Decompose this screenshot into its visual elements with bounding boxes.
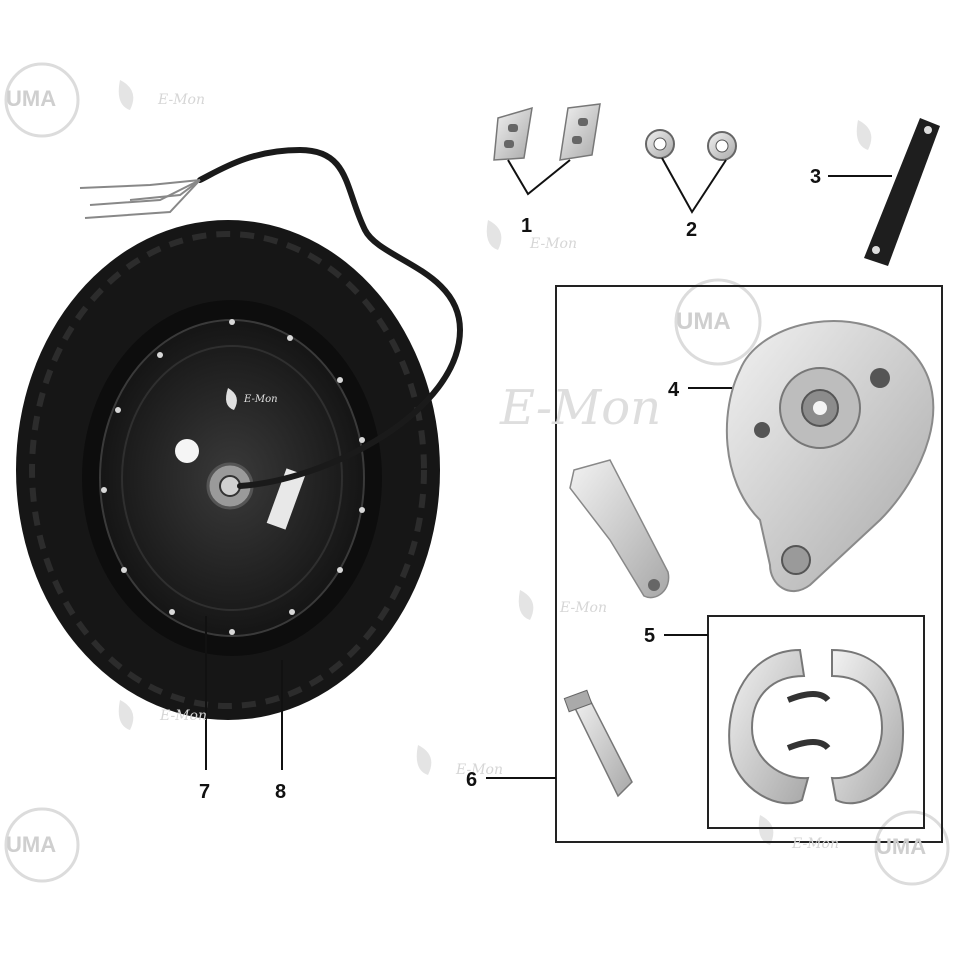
leader-lines <box>205 157 892 779</box>
brake-arm <box>569 459 670 599</box>
callout-7: 7 <box>199 781 211 803</box>
callout-1: 1 <box>521 215 533 237</box>
emon-flame-watermark <box>118 80 872 845</box>
uma-watermark-text: UMA <box>876 834 927 859</box>
assembly-box-part-6 <box>555 285 943 843</box>
emon-watermark-text: E-Mon <box>160 708 207 724</box>
callout-6: 6 <box>466 769 478 791</box>
callout-4: 4 <box>668 379 680 401</box>
strap-part-3 <box>864 118 940 266</box>
callout-8: 8 <box>275 781 287 803</box>
bracket-part-1 <box>493 103 601 161</box>
hub-motor-part-7 <box>82 300 382 656</box>
emon-watermark-text: E-Mon <box>560 600 607 616</box>
emon-watermark-text: E-Mon <box>792 836 839 852</box>
cable-wires <box>79 179 201 219</box>
emon-watermark-text: E-Mon <box>158 92 205 108</box>
uma-watermark-text: UMA <box>676 308 731 335</box>
callout-3: 3 <box>810 166 822 188</box>
emon-watermark-text: E-Mon <box>456 762 503 778</box>
callout-2: 2 <box>686 219 698 241</box>
emon-watermark-text: E-Mon <box>530 236 577 252</box>
uma-watermark-text: UMA <box>6 832 57 857</box>
washer-part-2 <box>645 129 737 161</box>
brake-shoe-box-part-5 <box>707 615 925 829</box>
brake-shoes-part-5 <box>728 648 905 805</box>
brake-plate-part-4 <box>725 320 935 592</box>
motor-cable <box>197 146 464 489</box>
emon-watermark-text-large: E-Mon <box>500 380 662 436</box>
uma-watermark-text: UMA <box>6 86 57 111</box>
flame-logo-icon <box>226 388 237 410</box>
callout-5: 5 <box>644 625 656 647</box>
brake-cam <box>563 689 633 798</box>
rim-bolts <box>101 319 365 635</box>
uma-watermark-logo <box>4 62 950 886</box>
hub-logo-text: E-Mon <box>244 394 278 405</box>
